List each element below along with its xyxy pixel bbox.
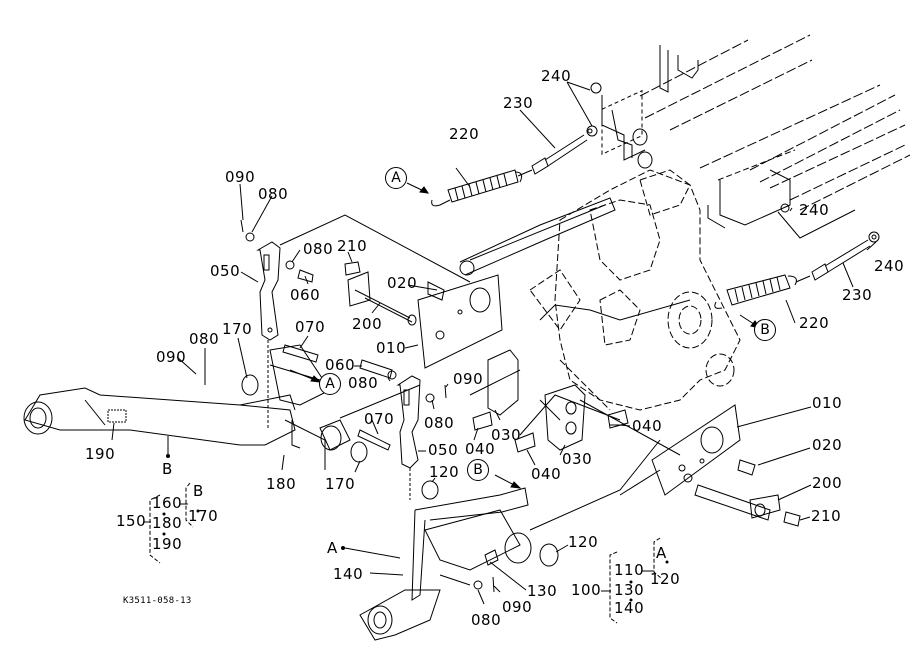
clutch-pedal-arm: [360, 481, 558, 640]
callout-130: 130: [527, 582, 558, 600]
reference-mark-b: B: [467, 459, 489, 481]
assembly-subgroup-item-120: 120: [650, 570, 681, 588]
callout-090: 090: [453, 370, 484, 388]
reference-mark-a: A: [319, 373, 341, 395]
callout-170: 170: [325, 475, 356, 493]
callout-090: 090: [156, 348, 187, 366]
assembly-subgroup-item-170: 170: [188, 507, 219, 525]
callout-060: 060: [290, 286, 321, 304]
bracket-010-left: [345, 262, 502, 368]
callout-020: 020: [387, 274, 418, 292]
callout-170: 170: [222, 320, 253, 338]
frame-rails: [602, 35, 910, 238]
callout-080: 080: [303, 240, 334, 258]
callout-020: 020: [812, 436, 843, 454]
callout-210: 210: [337, 237, 368, 255]
callout-010: 010: [812, 394, 843, 412]
group-dots: [162, 454, 669, 602]
callout-050: 050: [210, 262, 241, 280]
point-label-b: B: [162, 460, 173, 478]
callout-080: 080: [471, 611, 502, 629]
reference-mark-a: A: [385, 167, 407, 189]
link-050-upper: [241, 220, 318, 430]
callout-040: 040: [465, 440, 496, 458]
assembly-parent-100: 100: [571, 581, 602, 599]
callout-070: 070: [295, 318, 326, 336]
brake-pedal-arm: [24, 345, 330, 470]
reference-mark-b: B: [754, 319, 776, 341]
callout-220: 220: [799, 314, 830, 332]
callout-030: 030: [491, 426, 522, 444]
callout-040: 040: [632, 417, 663, 435]
upper-lever-arm: [460, 198, 615, 275]
callout-010: 010: [376, 339, 407, 357]
leader-lines: [112, 82, 876, 604]
callout-080: 080: [189, 330, 220, 348]
assembly-subgroup-ref-b: B: [193, 482, 204, 500]
callout-120: 120: [568, 533, 599, 551]
assembly-child-140: 140: [614, 599, 645, 617]
callout-080: 080: [258, 185, 289, 203]
drawing-code: K3511-058-13: [123, 596, 192, 606]
callout-230: 230: [842, 286, 873, 304]
callout-050: 050: [428, 441, 459, 459]
transmission-housing: [530, 170, 740, 410]
point-label-a: A: [327, 539, 338, 557]
bracket-010-right: [652, 405, 800, 526]
adjuster-rod-230-upper: [532, 83, 601, 174]
assembly-guide-lines: [280, 215, 690, 530]
callout-120: 120: [429, 463, 460, 481]
callout-030: 030: [562, 450, 593, 468]
callout-140: 140: [333, 565, 364, 583]
assembly-child-130: 130: [614, 581, 645, 599]
return-spring-220-upper: [432, 170, 532, 206]
assembly-parent-150: 150: [116, 512, 147, 530]
callout-200: 200: [812, 474, 843, 492]
assembly-child-110: 110: [614, 561, 645, 579]
assembly-child-160: 160: [152, 494, 183, 512]
assembly-subgroup-ref-a: A: [656, 544, 667, 562]
link-050-lower: [358, 360, 446, 500]
adjuster-rod-230-lower: [781, 204, 879, 280]
callout-210: 210: [811, 507, 842, 525]
assembly-child-180: 180: [152, 514, 183, 532]
callout-090: 090: [502, 598, 533, 616]
callout-080: 080: [424, 414, 455, 432]
callout-180: 180: [266, 475, 297, 493]
assembly-child-190: 190: [152, 535, 183, 553]
callout-060: 060: [325, 356, 356, 374]
return-spring-220-lower: [715, 275, 810, 308]
callout-240: 240: [799, 201, 830, 219]
bracket-030-pair: [473, 350, 628, 452]
callout-230: 230: [503, 94, 534, 112]
callout-220: 220: [449, 125, 480, 143]
group-brackets: [150, 483, 662, 623]
callout-090: 090: [225, 168, 256, 186]
callout-080: 080: [348, 374, 379, 392]
callout-190: 190: [85, 445, 116, 463]
callout-240: 240: [541, 67, 572, 85]
callout-070: 070: [364, 410, 395, 428]
callout-200: 200: [352, 315, 383, 333]
callout-040: 040: [531, 465, 562, 483]
callout-240: 240: [874, 257, 905, 275]
